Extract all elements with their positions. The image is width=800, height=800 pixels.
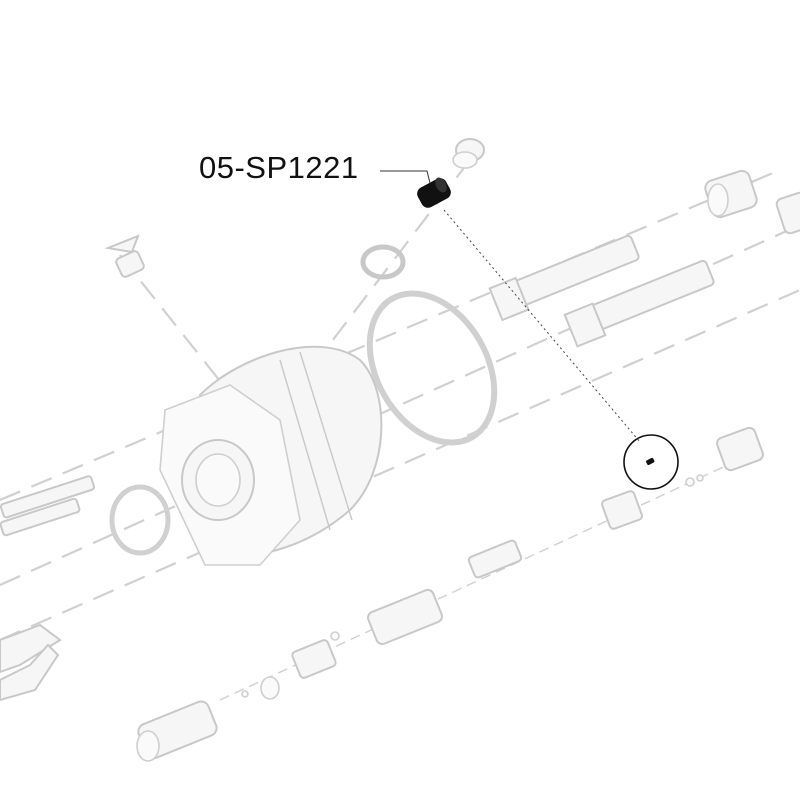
part-number-label: 05-SP1221 — [199, 150, 359, 185]
bushing-part-2 — [775, 191, 800, 235]
bushing-part — [704, 169, 758, 219]
small-o-ring-part — [360, 244, 406, 280]
assembly-axes — [0, 159, 800, 642]
detail-circle-marker — [623, 434, 679, 490]
left-rods-part — [0, 475, 96, 702]
large-o-ring-part — [366, 290, 498, 446]
locator-dotted-line — [443, 209, 641, 443]
callout-leader-line — [380, 170, 431, 184]
cap-part — [452, 138, 485, 169]
left-o-ring-part — [109, 484, 171, 556]
housing-part — [159, 345, 383, 566]
highlighted-set-screw-part — [417, 177, 451, 208]
threaded-shaft-part-2 — [563, 259, 715, 348]
bolt-part — [104, 234, 145, 278]
small-assembly — [136, 426, 764, 762]
threaded-shaft-part — [488, 234, 640, 322]
